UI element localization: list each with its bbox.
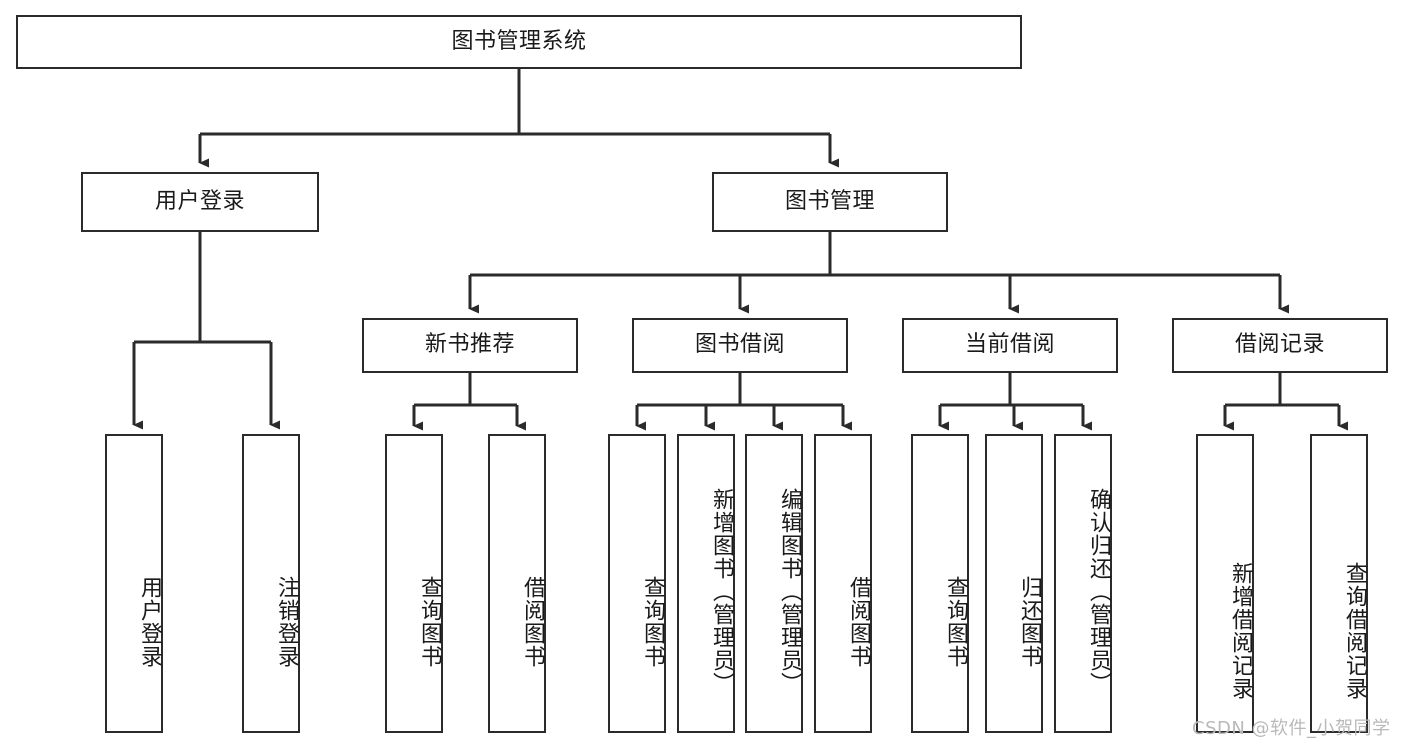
node-current-borrow-label: 当前借阅 — [964, 332, 1055, 358]
node-new-book-recommend[interactable]: 新书推荐 — [362, 318, 578, 373]
node-user-login-label: 用户登录 — [154, 188, 245, 214]
node-current-borrow[interactable]: 当前借阅 — [902, 318, 1118, 373]
node-book-borrow-label: 图书借阅 — [694, 332, 785, 358]
leaf-query-borrow-record[interactable]: 查询借阅记录 — [1310, 434, 1368, 733]
leaf-logout[interactable]: 注销登录 — [242, 434, 300, 733]
leaf-add-book[interactable]: 新增图书（管理员） — [677, 434, 735, 733]
node-book-borrow[interactable]: 图书借阅 — [632, 318, 848, 373]
node-root-label: 图书管理系统 — [451, 28, 587, 54]
node-borrow-record[interactable]: 借阅记录 — [1172, 318, 1388, 373]
node-book-manage[interactable]: 图书管理 — [712, 172, 948, 232]
leaf-return-book-label: 归还图书 — [1017, 575, 1042, 668]
leaf-logout-label: 注销登录 — [274, 575, 299, 668]
leaf-edit-book-label: 编辑图书（管理员） — [777, 488, 802, 695]
leaf-borrow-book-recommend-label: 借阅图书 — [520, 575, 545, 668]
leaf-borrow-book-borrow[interactable]: 借阅图书 — [814, 434, 872, 733]
leaf-query-book-current[interactable]: 查询图书 — [911, 434, 969, 733]
node-new-book-recommend-label: 新书推荐 — [424, 332, 515, 358]
node-borrow-record-label: 借阅记录 — [1234, 332, 1325, 358]
leaf-return-book[interactable]: 归还图书 — [985, 434, 1043, 733]
leaf-user-login[interactable]: 用户登录 — [105, 434, 163, 733]
leaf-add-borrow-record-label: 新增借阅记录 — [1228, 561, 1253, 700]
node-root[interactable]: 图书管理系统 — [16, 15, 1022, 69]
leaf-borrow-book-recommend[interactable]: 借阅图书 — [488, 434, 546, 733]
leaf-query-book-borrow-label: 查询图书 — [640, 575, 665, 668]
leaf-borrow-book-borrow-label: 借阅图书 — [846, 575, 871, 668]
leaf-edit-book[interactable]: 编辑图书（管理员） — [745, 434, 803, 733]
leaf-add-borrow-record[interactable]: 新增借阅记录 — [1196, 434, 1254, 733]
node-book-manage-label: 图书管理 — [784, 188, 875, 214]
leaf-confirm-return[interactable]: 确认归还（管理员） — [1054, 434, 1112, 733]
leaf-query-book-current-label: 查询图书 — [943, 575, 968, 668]
leaf-confirm-return-label: 确认归还（管理员） — [1086, 488, 1111, 695]
leaf-user-login-label: 用户登录 — [137, 575, 162, 668]
leaf-query-book-recommend[interactable]: 查询图书 — [385, 434, 443, 733]
leaf-query-borrow-record-label: 查询借阅记录 — [1342, 561, 1367, 700]
leaf-query-book-recommend-label: 查询图书 — [417, 575, 442, 668]
leaf-add-book-label: 新增图书（管理员） — [709, 488, 734, 695]
leaf-query-book-borrow[interactable]: 查询图书 — [608, 434, 666, 733]
node-user-login[interactable]: 用户登录 — [81, 172, 319, 232]
